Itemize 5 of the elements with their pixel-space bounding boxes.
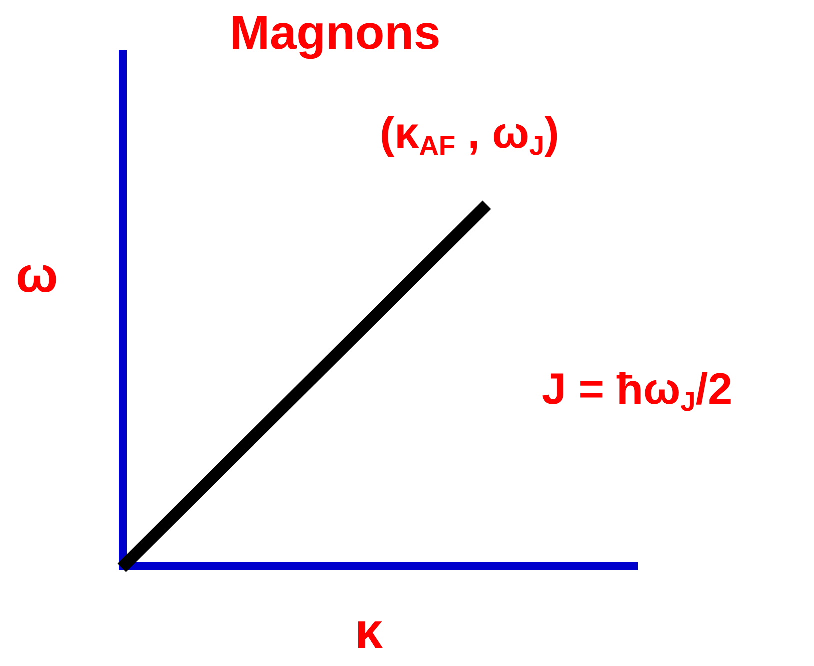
axis-label: κ xyxy=(355,604,383,659)
axis-label: J = ħω$_{J}$/2 xyxy=(542,366,733,417)
axis-label: ω xyxy=(16,248,58,303)
axis-label: (κ$_{AF}$ , ω$_{J}$) xyxy=(380,110,560,161)
title: Magnons xyxy=(230,6,441,61)
